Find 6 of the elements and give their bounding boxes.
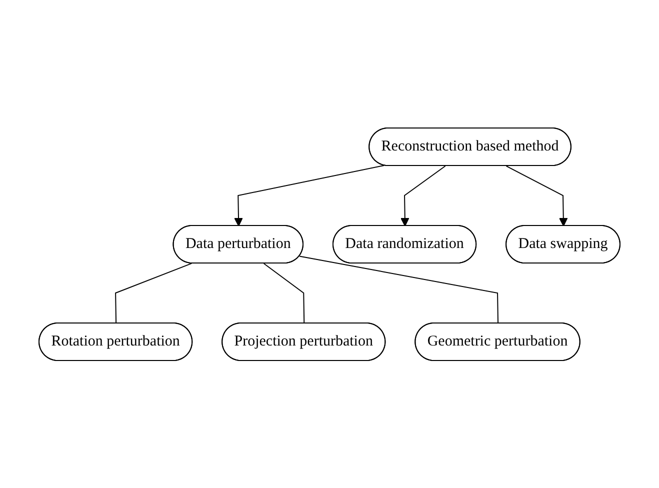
arrow <box>506 165 568 226</box>
arrow <box>234 164 384 226</box>
connector <box>263 262 305 324</box>
arrow <box>400 165 446 226</box>
connector <box>299 255 499 324</box>
connector <box>115 262 192 324</box>
